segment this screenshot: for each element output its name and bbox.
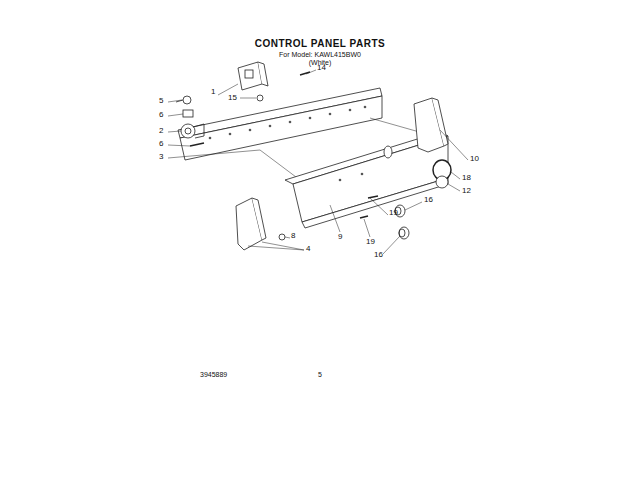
callout-number: 1 [211,88,215,96]
callout-number: 19 [389,209,398,217]
callout-number: 3 [159,153,163,161]
callout-number: 4 [306,245,310,253]
callout-number: 19 [366,238,375,246]
page-title: CONTROL PANEL PARTS [255,39,385,49]
callout-number: 14 [317,64,326,72]
callout-number: 8 [291,232,295,240]
callout-number: 5 [159,97,163,105]
callout-number: 6 [159,111,163,119]
callout-number: 12 [462,187,471,195]
callout-number: 16 [424,196,433,204]
callout-number: 18 [462,174,471,182]
callout-number: 2 [159,127,163,135]
document-number: 3945889 [200,371,227,378]
callout-number: 15 [228,94,237,102]
page-number: 5 [318,371,322,378]
callout-number: 6 [159,140,163,148]
callout-number: 16 [374,251,383,259]
model-note: For Model: KAWL415BW0 [279,51,361,58]
callout-number: 10 [470,155,479,163]
callout-number: 9 [338,233,342,241]
